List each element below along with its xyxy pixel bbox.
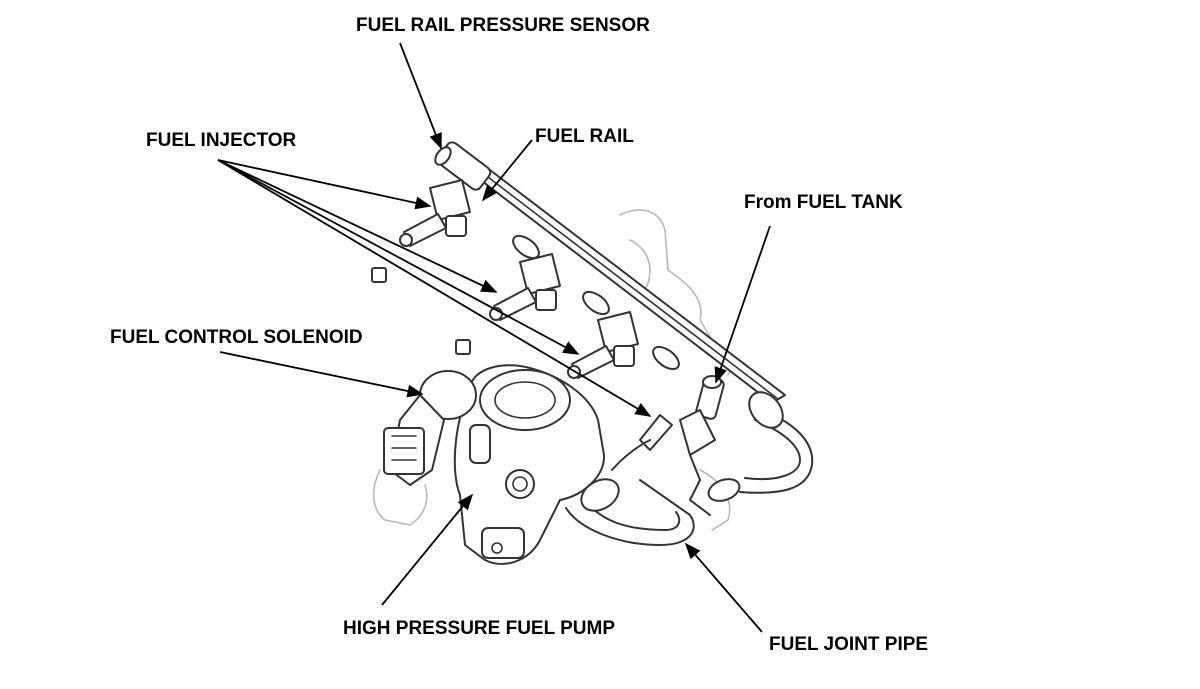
- label-fuel-control-solenoid: FUEL CONTROL SOLENOID: [110, 327, 363, 348]
- label-from-fuel-tank: From FUEL TANK: [744, 192, 903, 213]
- leader-from-fuel-tank: [714, 225, 771, 384]
- label-fuel-joint-pipe: FUEL JOINT PIPE: [769, 634, 929, 655]
- leader-fuel-rail-pressure-sensor: [399, 42, 442, 150]
- leader-fuel-injector-4: [217, 159, 652, 417]
- leader-fuel-injector-3: [217, 159, 580, 355]
- label-fuel-rail: FUEL RAIL: [535, 126, 634, 147]
- leader-fuel-rail: [481, 139, 533, 202]
- leader-fuel-joint-pipe: [684, 542, 763, 633]
- label-fuel-rail-pressure-sensor: FUEL RAIL PRESSURE SENSOR: [356, 15, 650, 36]
- fuel-control-solenoid: [383, 370, 477, 486]
- leader-high-pressure-fuel-pump: [381, 493, 474, 606]
- fuel-rail-pressure-sensor: [434, 141, 492, 191]
- leader-lines: [217, 42, 771, 633]
- label-fuel-injector: FUEL INJECTOR: [146, 130, 297, 151]
- label-high-pressure-fuel-pump: HIGH PRESSURE FUEL PUMP: [343, 618, 616, 639]
- leader-fuel-control-solenoid: [219, 351, 424, 398]
- high-pressure-fuel-pump: [453, 364, 606, 565]
- leader-fuel-injector-1: [217, 159, 432, 210]
- leader-fuel-injector-2: [217, 159, 498, 293]
- fuel-injector-1: [371, 179, 471, 283]
- fuel-injector-2: [455, 253, 561, 355]
- fuel-joint-pipe: [565, 391, 814, 546]
